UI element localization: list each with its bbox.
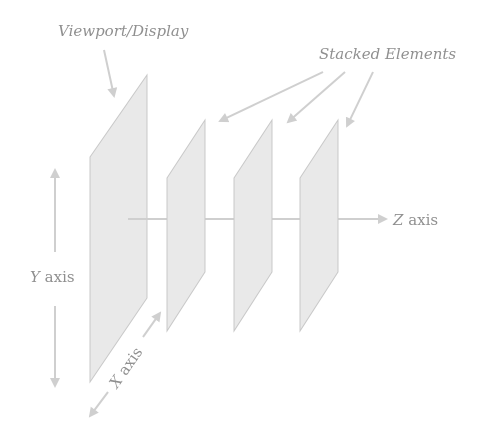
viewport-plane [89,73,148,384]
stacked-element-plane-2 [233,118,273,333]
viewport-label: Viewport/Display [58,22,189,40]
y-axis-label: Y axis [30,268,75,286]
stacked-callout-arrow-3 [345,71,374,128]
stacked-callout-arrow-2 [286,71,346,124]
stacked-elements-label: Stacked Elements [319,45,456,63]
x-axis-arrow-down [88,391,109,418]
stacked-element-plane-1 [166,118,206,333]
stacked-element-plane-3 [299,118,339,333]
stacked-callout-arrow-1 [218,71,324,123]
viewport-callout-arrow [103,49,118,98]
z-axis-label: Z axis [392,211,438,229]
x-axis-arrow-up [142,311,162,338]
